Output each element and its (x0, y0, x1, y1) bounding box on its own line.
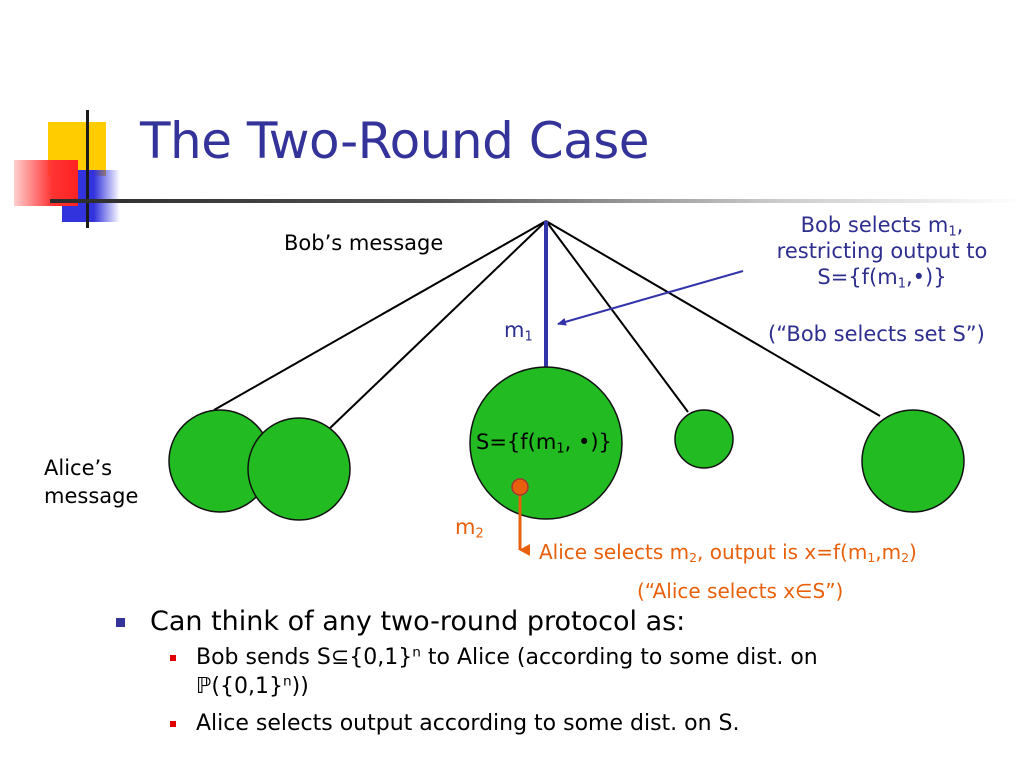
tree-branch-2 (327, 220, 547, 431)
bullet-sub-2: Alice selects output according to some d… (112, 709, 1002, 738)
alice-note-post: ) (908, 540, 917, 564)
m1-base: m (504, 318, 525, 342)
square-bullet-icon (170, 721, 176, 727)
alices-message-label: Alice’s message (44, 454, 138, 510)
bob-note-line1-sub: 1 (948, 224, 957, 240)
bullet-sub1-line2-pre: ℙ({0,1} (196, 674, 283, 699)
selected-set-circle (469, 366, 623, 520)
m2-base: m (455, 515, 476, 539)
leaf-circle-2 (247, 417, 351, 521)
alices-message-label-line2: message (44, 484, 139, 508)
bob-note-line3-pre: S={f(m (817, 265, 898, 289)
bob-note-line1-post: , (956, 213, 964, 237)
set-s-label: S={f(m1, •)} (476, 430, 612, 457)
bullet-main: Can think of any two-round protocol as: (112, 606, 1002, 637)
m1-subscript: 1 (524, 329, 533, 345)
bob-note-line3-post: ,•)} (906, 265, 947, 289)
bullet-sub1-line2-post: )) (291, 674, 309, 699)
alice-note-mid: , output is x=f(m (697, 540, 868, 564)
leaf-circle-5 (861, 409, 965, 513)
bob-note-line3: S={f(m1,•)} (762, 264, 1002, 290)
bullet-list: Can think of any two-round protocol as: … (112, 606, 1002, 746)
bob-selects-note: Bob selects m1, restricting output to S=… (762, 212, 1002, 290)
alice-selects-note: Alice selects m2, output is x=f(m1,m2) (539, 540, 917, 564)
set-s-label-sub: 1 (556, 441, 565, 457)
tree-branch-4 (545, 220, 689, 413)
leaf-circle-4 (674, 409, 734, 469)
bullet-sub1-sup1: n (412, 644, 421, 661)
bob-note-line1: Bob selects m1, (762, 212, 1002, 238)
set-s-label-post: , •)} (564, 430, 612, 454)
alice-note-sub-a: 2 (689, 550, 698, 566)
page-title: The Two-Round Case (140, 112, 650, 170)
title-underline (50, 199, 1024, 203)
bob-selects-set-s-note: (“Bob selects set S”) (768, 322, 985, 346)
alice-selects-x-note: (“Alice selects x∈S”) (637, 579, 844, 603)
alices-message-label-line1: Alice’s (44, 456, 113, 480)
alice-point (511, 478, 529, 496)
set-s-label-pre: S={f(m (476, 430, 557, 454)
alice-note-sub-b: 1 (867, 550, 876, 566)
bullet-sub1-pre: Bob sends S⊆{0,1} (196, 645, 413, 670)
bullet-sub-1: Bob sends S⊆{0,1}n to Alice (according t… (112, 643, 1002, 701)
bullet-main-text: Can think of any two-round protocol as: (150, 606, 686, 637)
m2-label: m2 (455, 515, 484, 542)
tree-branch-1 (213, 220, 547, 411)
bullet-sub1-mid: to Alice (according to some dist. on (420, 645, 818, 670)
deco-vertical-line (86, 110, 89, 228)
alice-note-sub-c: 2 (901, 550, 909, 566)
m2-subscript: 2 (475, 526, 484, 542)
tree-branch-5 (545, 220, 881, 417)
bob-note-arrow (557, 270, 744, 326)
bullet-sub2-text: Alice selects output according to some d… (196, 711, 740, 736)
bob-note-line2: restricting output to (776, 239, 988, 263)
alice-note-pre: Alice selects m (539, 540, 690, 564)
bullet-sub1-sup2: n (283, 673, 292, 690)
square-bullet-icon (170, 655, 176, 661)
bob-note-line3-sub: 1 (897, 276, 906, 292)
m1-label: m1 (504, 318, 533, 345)
deco-red-bar (14, 160, 78, 206)
bobs-message-label: Bob’s message (284, 231, 444, 255)
alice-note-mid2: ,m (875, 540, 902, 564)
bob-note-line1-pre: Bob selects m (800, 213, 949, 237)
square-bullet-icon (116, 618, 125, 627)
